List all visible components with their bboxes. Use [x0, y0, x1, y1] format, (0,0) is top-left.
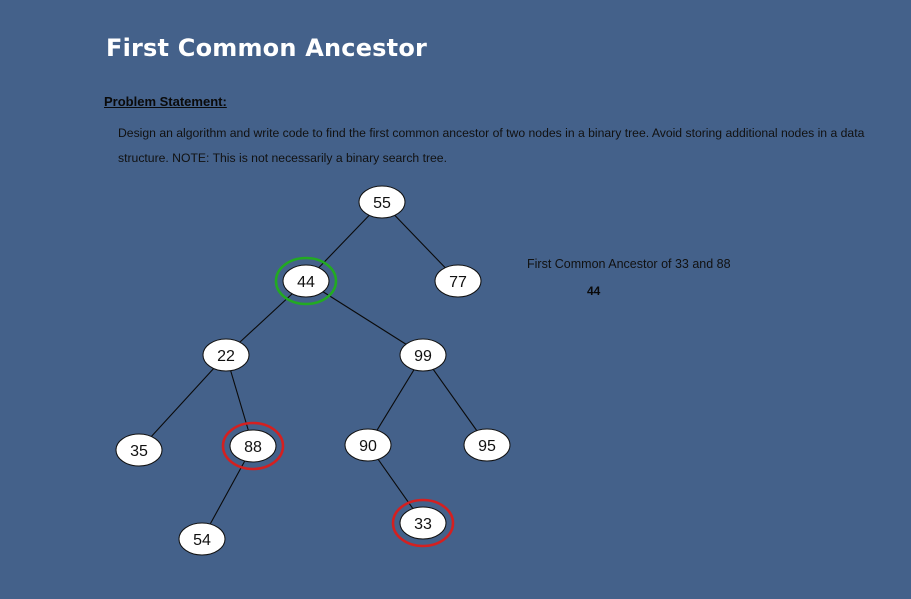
tree-edge-n88-n54: [201, 445, 254, 540]
problem-statement-text: Design an algorithm and write code to fi…: [118, 126, 865, 165]
tree-node-label: 54: [193, 532, 211, 549]
tree-node-shape: [344, 428, 392, 462]
tree-node-shape: [463, 428, 511, 462]
tree-node-shape: [358, 185, 406, 219]
tree-node-95: 95: [463, 428, 511, 462]
tree-node-label: 88: [244, 439, 262, 456]
tree-edge-n22-n35: [138, 354, 227, 451]
tree-edge-n99-n95: [422, 354, 488, 446]
target-highlight-ring: [391, 498, 455, 548]
tree-node-99: 99: [399, 338, 447, 372]
tree-node-shape: [202, 338, 250, 372]
page-title: First Common Ancestor: [106, 34, 428, 62]
target-highlight-ring: [221, 421, 285, 471]
tree-node-label: 55: [373, 195, 391, 212]
tree-node-label: 33: [414, 516, 432, 533]
tree-node-shape: [399, 338, 447, 372]
tree-node-22: 22: [202, 338, 250, 372]
tree-nodes: 55 44 77 22 99 35 88 90 95 54 33: [115, 185, 511, 556]
answer-value: 44: [587, 284, 601, 298]
tree-node-label: 22: [217, 348, 235, 365]
tree-edges: [138, 201, 488, 540]
tree-node-77: 77: [434, 264, 482, 298]
ancestor-highlight-ring: [274, 256, 338, 306]
tree-node-shape: [399, 506, 447, 540]
tree-node-88: 88: [221, 421, 285, 471]
tree-node-54: 54: [178, 522, 226, 556]
tree-node-label: 77: [449, 274, 467, 291]
tree-node-label: 35: [130, 443, 148, 460]
tree-node-shape: [115, 433, 163, 467]
tree-node-55: 55: [358, 185, 406, 219]
tree-node-44: 44: [274, 256, 338, 306]
tree-node-label: 90: [359, 438, 377, 455]
tree-node-33: 33: [391, 498, 455, 548]
tree-node-shape: [178, 522, 226, 556]
tree-node-shape: [434, 264, 482, 298]
problem-statement-label: Problem Statement:: [104, 94, 227, 109]
tree-node-label: 44: [297, 274, 315, 291]
tree-node-shape: [282, 264, 330, 298]
tree-node-label: 95: [478, 438, 496, 455]
tree-edge-n44-n99: [305, 280, 424, 356]
answer-caption: First Common Ancestor of 33 and 88: [527, 257, 731, 271]
tree-node-label: 99: [414, 348, 432, 365]
tree-node-90: 90: [344, 428, 392, 462]
tree-node-shape: [229, 429, 277, 463]
tree-node-35: 35: [115, 433, 163, 467]
